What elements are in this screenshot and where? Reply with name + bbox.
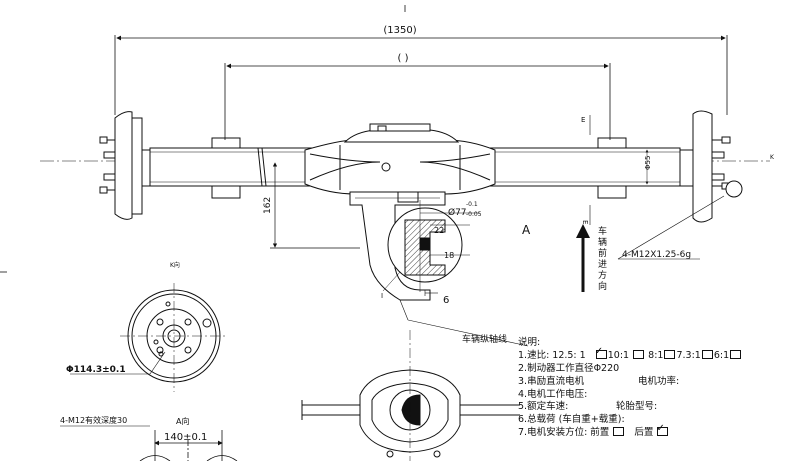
note-mount: 7.电机安装方位: 前置 后置 [518,427,800,440]
dim-6: 6 [443,295,449,306]
view-k-label: K向 [170,261,180,269]
mount-front-checkbox[interactable] [613,427,625,437]
ratio-8-checkbox[interactable] [664,349,676,359]
direction-char: 方 [598,269,607,281]
note-ratio-text: 1.速比: 12.5: 1 [518,349,586,361]
svg-text:车辆前进方向: 车辆前进方向 [598,225,607,292]
section-detail [387,207,470,283]
ratio-73-checkbox[interactable] [701,349,713,359]
view-a-label: A [522,223,531,237]
vehicle-axis-label: 车辆纵轴线 [462,333,507,345]
drive-motor [349,191,446,301]
housing-top-view [301,330,520,461]
bolt-spec-leader [617,195,725,260]
note-motor-power: 电机功率: [638,375,680,387]
tube-dia-label: Φ55 [644,156,652,170]
right-mark: K [770,154,775,161]
dim-18: 18 [444,251,454,260]
note-ratio: 1.速比: 12.5: 1 10:1 8:1 7.3:1 6:1 [518,349,800,363]
notes-title: 说明: [518,337,541,348]
direction-char: 进 [598,259,607,270]
note-tire-model: 轮胎型号: [616,401,658,413]
note-mount-front: 7.电机安装方位: 前置 [518,427,610,439]
height-dimension [270,162,360,249]
dim-i: I [381,292,383,300]
direction-char: 向 [598,280,607,292]
overall-width-label: (1350) [383,25,416,36]
flange-bottom-view [139,430,238,461]
left-wheel-hub [99,111,151,220]
note-speed: 5.额定车速: 轮胎型号: [518,401,800,414]
direction-text: 车辆前进方向 [598,225,607,292]
right-wheel-hub [679,110,743,223]
ratio-option-1: 10:1 [607,349,630,361]
thread-spec-label: 4-M12有效深度30 [60,415,127,425]
note-rated-speed: 5.额定车速: [518,401,569,413]
pcd-label: Φ114.3±0.1 [66,365,126,375]
ratio-10-box[interactable] [633,349,645,359]
ratio-option-4: 6:1 [713,349,730,361]
note-voltage: 4.电机工作电压: [518,388,588,400]
mount-rear-checkbox[interactable] [657,427,669,437]
hub-face-view [120,283,228,392]
bore-tol-upper: -0.1 [466,201,478,208]
section-e-bottom: E [581,220,589,224]
note-mount-rear: 后置 [634,427,654,439]
height-162-label: 162 [263,197,273,214]
vehicle-axis-leader [407,319,529,347]
direction-char: 前 [598,247,607,259]
note-motor: 3.串励直流电机 电机功率: [518,376,800,389]
inner-width-label: ( ) [398,53,409,64]
bore-dia-label: Ø77 [448,207,467,218]
dim-22: 22 [434,226,444,235]
ratio-6-checkbox[interactable] [730,349,742,359]
bolt-spec-label: 4-M12X1.25-6g [622,250,691,260]
ratio-option-2: 8:1 [648,349,664,361]
ratio-10-checkbox[interactable] [595,349,607,359]
dim-140-label: 140±0.1 [164,432,207,443]
note-load: 6.总载荷 (车自重+载重): [518,414,625,426]
note-brake: 2.制动器工作直径Φ220 [518,362,620,374]
view-a-caption: A向 [176,416,189,426]
note-motor-type: 3.串励直流电机 [518,375,585,387]
direction-char: 辆 [598,236,607,248]
section-e-top: E [581,116,585,124]
ratio-option-3: 7.3:1 [676,349,701,361]
direction-char: 车 [598,225,607,237]
differential-housing [304,123,496,195]
bore-tol-lower: -0.05 [466,211,482,218]
overall-dimension [114,5,728,140]
notes-block: 说明: 1.速比: 12.5: 1 10:1 8:1 7.3:1 6:1 2.制动器… [518,337,800,440]
